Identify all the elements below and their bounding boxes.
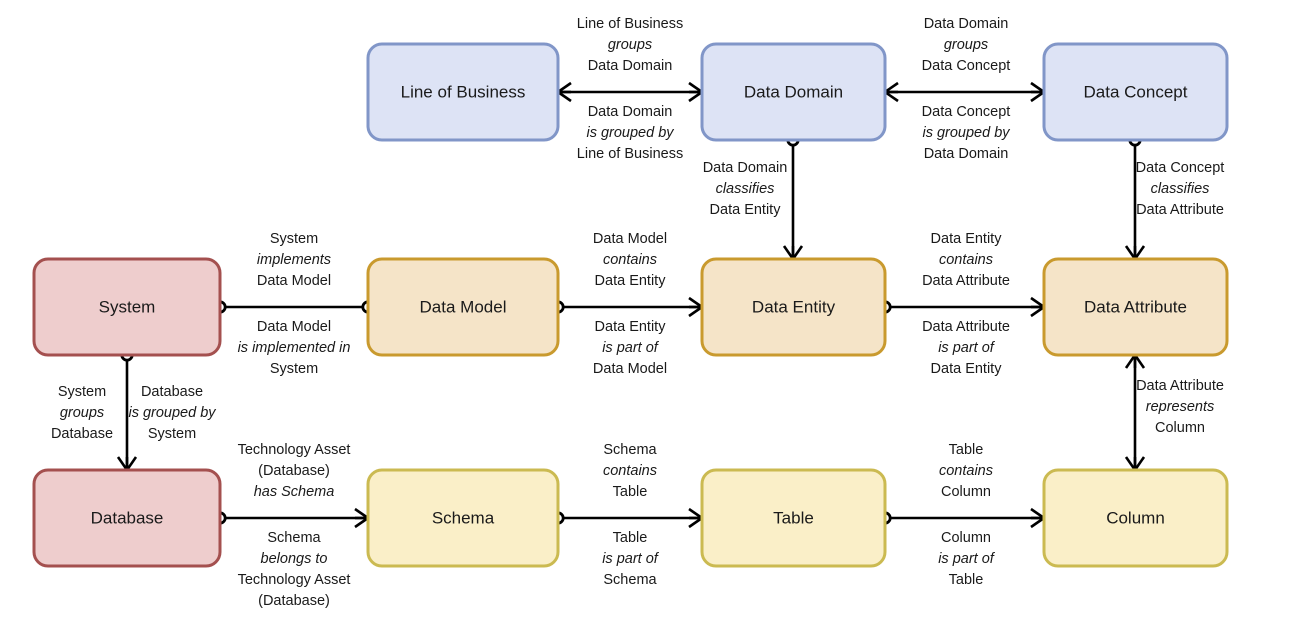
relationship-forward-label-database_schema: Technology Asset(Database)has Schema xyxy=(238,442,351,500)
entity-box xyxy=(366,257,560,357)
relationship-concept_attribute[interactable] xyxy=(1124,133,1146,260)
entity-label: Data Domain xyxy=(744,82,843,101)
entity-label: Database xyxy=(91,508,164,527)
crowfoot-endpoint xyxy=(688,507,703,529)
entity-box xyxy=(700,257,887,357)
entity-box xyxy=(32,257,222,357)
crowfoot-endpoint xyxy=(884,81,899,103)
entity-label: Schema xyxy=(432,508,495,527)
entity-node-schema[interactable]: Schema xyxy=(366,468,560,568)
crowfoot-endpoint xyxy=(1124,456,1146,471)
entity-label: System xyxy=(99,297,156,316)
crowfoot-endpoint xyxy=(1124,354,1146,369)
entity-node-column[interactable]: Column xyxy=(1042,468,1229,568)
relationship-lob_domain[interactable] xyxy=(557,81,703,103)
entity-node-data_attribute[interactable]: Data Attribute xyxy=(1042,257,1229,357)
entity-box xyxy=(700,468,887,568)
relationship-domain_concept[interactable] xyxy=(884,81,1045,103)
relationship-database_schema[interactable] xyxy=(213,507,369,529)
crowfoot-endpoint xyxy=(1124,245,1146,260)
entity-node-table[interactable]: Table xyxy=(700,468,887,568)
entity-box xyxy=(366,42,560,142)
entity-box xyxy=(1042,42,1229,142)
entity-box xyxy=(1042,468,1229,568)
crowfoot-endpoint xyxy=(557,81,572,103)
crowfoot-endpoint xyxy=(354,507,369,529)
crowfoot-endpoint xyxy=(688,296,703,318)
entity-box xyxy=(32,468,222,568)
entity-node-data_model[interactable]: Data Model xyxy=(366,257,560,357)
entity-label: Data Model xyxy=(420,297,507,316)
relationship-attribute_column[interactable] xyxy=(1124,354,1146,471)
relationship-domain_entity[interactable] xyxy=(782,133,804,260)
entity-label: Data Concept xyxy=(1084,82,1188,101)
entity-label: Data Entity xyxy=(752,297,836,316)
crowfoot-endpoint xyxy=(782,245,804,260)
entity-label: Line of Business xyxy=(401,82,526,101)
relationship-system_model[interactable] xyxy=(213,300,375,314)
entity-node-system[interactable]: System xyxy=(32,257,222,357)
relationship-model_entity[interactable] xyxy=(551,296,703,318)
crowfoot-endpoint xyxy=(688,81,703,103)
entity-label: Column xyxy=(1106,508,1165,527)
entity-node-database[interactable]: Database xyxy=(32,468,222,568)
relationship-schema_table[interactable] xyxy=(551,507,703,529)
crowfoot-endpoint xyxy=(1030,81,1045,103)
entity-node-data_domain[interactable]: Data Domain xyxy=(700,42,887,142)
entity-node-data_concept[interactable]: Data Concept xyxy=(1042,42,1229,142)
entity-box xyxy=(700,42,887,142)
entity-box xyxy=(366,468,560,568)
entity-node-data_entity[interactable]: Data Entity xyxy=(700,257,887,357)
entity-node-line_of_business[interactable]: Line of Business xyxy=(366,42,560,142)
crowfoot-endpoint xyxy=(116,456,138,471)
entity-box xyxy=(1042,257,1229,357)
entity-label: Table xyxy=(773,508,814,527)
relationship-table_column[interactable] xyxy=(878,507,1045,529)
node-layer: Line of Business Data Domain Data ConceptS… xyxy=(32,42,1229,568)
crowfoot-endpoint xyxy=(1030,296,1045,318)
relationship-entity_attribute[interactable] xyxy=(878,296,1045,318)
entity-label: Data Attribute xyxy=(1084,297,1187,316)
crowfoot-endpoint xyxy=(1030,507,1045,529)
